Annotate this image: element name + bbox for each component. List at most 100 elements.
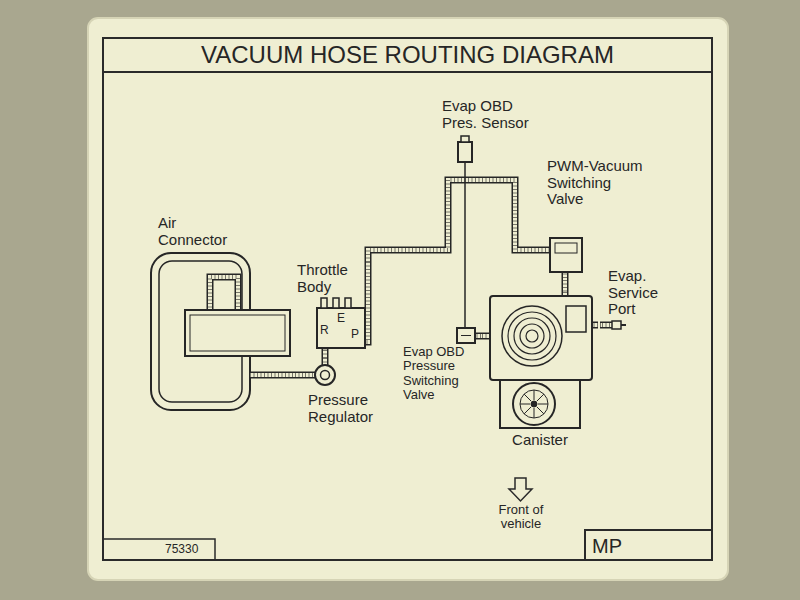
vacuum-hose (368, 180, 545, 262)
valve-body (457, 328, 475, 343)
canister-bracket (566, 306, 586, 332)
text-holder: Pressure Regulator (308, 392, 388, 425)
hose-hatch (250, 373, 295, 377)
text-holder: PWM-Vacuum Switching Valve (547, 158, 646, 208)
part-circle (520, 390, 548, 418)
hose-hatch (323, 350, 327, 358)
part-circle (526, 330, 538, 342)
throttle-body-shape (317, 308, 365, 348)
sensor-body (458, 142, 472, 162)
text-holder: R (320, 324, 332, 337)
part-circle (502, 306, 562, 366)
hose-bore (323, 350, 327, 358)
frame (103, 38, 712, 560)
throttle-port (345, 298, 351, 308)
part-circle (520, 324, 544, 348)
part-label: Evap OBD Pres. Sensor (442, 98, 538, 131)
part-label: Evap OBD Pressure Switching Valve (403, 345, 469, 402)
code-box (585, 530, 712, 560)
label-holder: MP (592, 535, 692, 557)
part-label: PWM-Vacuum Switching Valve (547, 158, 646, 208)
hose-hatch (368, 180, 545, 262)
text-holder: E (337, 312, 349, 325)
air-connector-body (185, 310, 290, 356)
part-circle (508, 312, 556, 360)
port-letter: R (320, 324, 332, 337)
vacuum-hose (465, 174, 466, 325)
part-label: Throttle Body (297, 262, 359, 295)
vacuum-hose (600, 325, 602, 326)
text-holder: Throttle Body (297, 262, 359, 295)
valve-body (550, 238, 582, 272)
vacuum-hose (325, 350, 326, 358)
hose-hatch (480, 334, 482, 338)
part-line (464, 162, 466, 174)
air-connector-inner (190, 315, 285, 351)
part-label: Evap. Service Port (608, 268, 678, 318)
throttle-port (333, 298, 339, 308)
hose-bore (480, 334, 482, 338)
valve-connector (555, 243, 577, 253)
direction-arrow (509, 478, 532, 501)
switching-valve: PWM-Vacuum Switching Valve (545, 158, 655, 280)
hose-hatch (600, 323, 602, 327)
hose-bore (250, 373, 295, 377)
throttle-port (321, 298, 327, 308)
pressure-regulator: Pressure Regulator (305, 358, 390, 430)
title-divider (103, 71, 712, 73)
hose-wall (210, 277, 238, 311)
part-line (538, 404, 548, 405)
service-port-nozzle (612, 321, 621, 329)
signal-line (464, 174, 466, 325)
text-holder: Air Connector (158, 215, 238, 248)
hose-wall (600, 322, 602, 329)
part-circle (531, 401, 537, 407)
part-line (461, 335, 471, 336)
hose-bore (368, 180, 545, 262)
port-letter: P (351, 328, 363, 341)
canister-housing (490, 296, 592, 380)
hose-bore (600, 323, 602, 327)
part-number: 75330 (165, 543, 215, 556)
label-code: MP (592, 535, 692, 557)
port-letter: E (337, 312, 349, 325)
text-holder: Evap OBD Pres. Sensor (442, 98, 538, 131)
part-label: Air Connector (158, 215, 238, 248)
hose-bore (210, 277, 238, 311)
vacuum-hose (295, 375, 305, 376)
throttle-body: Throttle BodyREP (295, 262, 378, 350)
title-holder: VACUUM HOSE ROUTING DIAGRAM (103, 38, 712, 72)
hose-bore (295, 373, 305, 377)
label-holder: 75330 (165, 543, 215, 556)
direction-note: Front of vehicle (480, 503, 562, 532)
hose-wall (250, 372, 295, 379)
hose-wall (322, 350, 329, 358)
hose-wall (602, 322, 612, 329)
part-circle (513, 383, 555, 425)
hose-hatch (210, 277, 238, 311)
hose-wall (480, 333, 482, 340)
part-line (520, 404, 530, 405)
part-line (534, 390, 535, 400)
text-holder: Evap. Service Port (608, 268, 678, 318)
title: VACUUM HOSE ROUTING DIAGRAM (103, 38, 712, 72)
hose-hatch (602, 323, 612, 327)
switching-valve: Evap OBD Pressure Switching Valve (403, 325, 480, 404)
vacuum-hose (565, 280, 566, 292)
part-line (537, 394, 544, 401)
hose-wall (368, 180, 545, 262)
air-connector: Air Connector (150, 215, 295, 415)
hose-bore (602, 323, 612, 327)
hose-wall (295, 372, 305, 379)
canister-body (500, 380, 580, 428)
part-line (537, 407, 544, 414)
canister: Canister (482, 292, 600, 455)
part-label: Canister (482, 432, 598, 449)
part-circle (514, 318, 550, 354)
hose-hatch (563, 280, 567, 292)
part-circle (315, 365, 335, 385)
part-circle (321, 371, 330, 380)
